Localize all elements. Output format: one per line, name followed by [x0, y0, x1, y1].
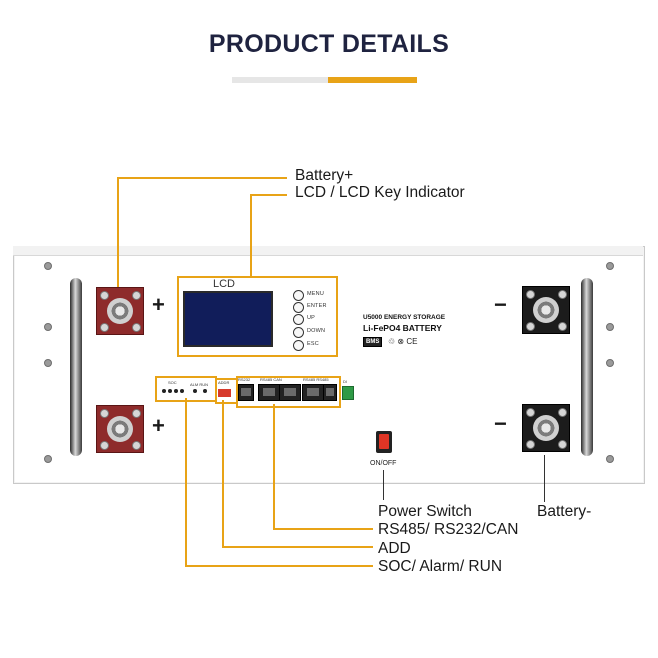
positive-terminal-top [96, 287, 144, 335]
minus-sign: − [494, 411, 507, 436]
esc-key-button[interactable] [293, 340, 304, 351]
port-label-rs485-rs485: RS485 RS485 [303, 377, 329, 382]
can-port[interactable] [279, 384, 301, 401]
callout-battery-minus: Battery- [537, 503, 592, 520]
battery-plus-leader [117, 177, 119, 287]
rs485-port-2[interactable] [302, 384, 324, 401]
up-key-button[interactable] [293, 314, 304, 325]
screw-icon [44, 262, 52, 270]
down-key-button[interactable] [293, 327, 304, 338]
comm-ports-frame [236, 376, 341, 408]
lcd-leader [250, 194, 287, 196]
address-dip-switch[interactable] [218, 389, 231, 397]
menu-key-button[interactable] [293, 290, 304, 301]
menu-key-label: MENU [307, 291, 324, 297]
lcd-screen [183, 291, 273, 347]
plus-sign: + [152, 413, 165, 438]
rs485-leader [273, 404, 275, 529]
title-underline-gold [328, 77, 417, 83]
soc-led-label: SOC [168, 380, 177, 385]
lcd-label: LCD [213, 278, 236, 290]
minus-sign: − [494, 292, 507, 317]
screw-icon [44, 359, 52, 367]
title-underline-grey [232, 77, 328, 83]
negative-terminal-top [522, 286, 570, 334]
screw-icon [606, 455, 614, 463]
power-switch[interactable] [376, 431, 392, 453]
rs485-leader [273, 528, 373, 530]
screw-icon [44, 455, 52, 463]
panel-top-strip [13, 246, 643, 256]
rs485-port-3[interactable] [323, 384, 337, 401]
soc-leader [185, 565, 373, 567]
callout-power-switch: Power Switch [378, 503, 472, 520]
port-label-rs485-can: RS485 CAN [260, 377, 282, 382]
bms-logo: BMS [363, 337, 383, 347]
port-label-rs232: RS232 [238, 377, 251, 382]
battery-minus-leader [544, 455, 545, 502]
lcd-leader [250, 194, 252, 276]
soc-leader [185, 398, 187, 566]
esc-key-label: ESC [307, 341, 319, 347]
down-key-label: DOWN [307, 328, 326, 334]
callout-rs485: RS485/ RS232/CAN [378, 521, 519, 538]
soc-led-icon [168, 389, 172, 393]
brand-line-2: Li-FePO4 BATTERY [363, 323, 442, 333]
enter-key-label: ENTER [307, 303, 327, 309]
screw-icon [44, 323, 52, 331]
run-led-icon [203, 389, 207, 393]
screw-icon [606, 323, 614, 331]
page-title: PRODUCT DETAILS [208, 30, 450, 58]
rs485-port[interactable] [258, 384, 280, 401]
alm-run-led-label: ALM RUN [190, 382, 209, 387]
callout-lcd-key-indicator: LCD / LCD Key Indicator [295, 184, 465, 201]
soc-led-icon [162, 389, 166, 393]
callout-soc: SOC/ Alarm/ RUN [378, 558, 503, 575]
rs232-port[interactable] [238, 384, 254, 401]
enter-key-button[interactable] [293, 302, 304, 313]
battery-plus-leader [117, 177, 287, 179]
add-leader [222, 400, 224, 547]
add-leader [222, 546, 373, 548]
power-switch-label: ON/OFF [370, 460, 397, 467]
soc-led-icon [174, 389, 178, 393]
dry-contact-connector[interactable] [342, 386, 354, 400]
right-handle [581, 278, 593, 456]
negative-terminal-bottom [522, 404, 570, 452]
soc-led-icon [180, 389, 184, 393]
alarm-led-icon [193, 389, 197, 393]
certification-icons: ♲ ⊗ CE [388, 337, 418, 346]
plus-sign: + [152, 292, 165, 317]
screw-icon [606, 262, 614, 270]
callout-battery-plus: Battery+ [295, 167, 354, 184]
brand-line-1: U5000 ENERGY STORAGE [363, 314, 446, 321]
up-key-label: UP [307, 315, 316, 321]
positive-terminal-bottom [96, 405, 144, 453]
screw-icon [606, 359, 614, 367]
addr-label: ADDR [218, 380, 230, 385]
callout-add: ADD [378, 540, 411, 557]
left-handle [70, 278, 82, 456]
power-switch-leader [383, 470, 384, 500]
dry-contact-label: DI [343, 379, 347, 384]
